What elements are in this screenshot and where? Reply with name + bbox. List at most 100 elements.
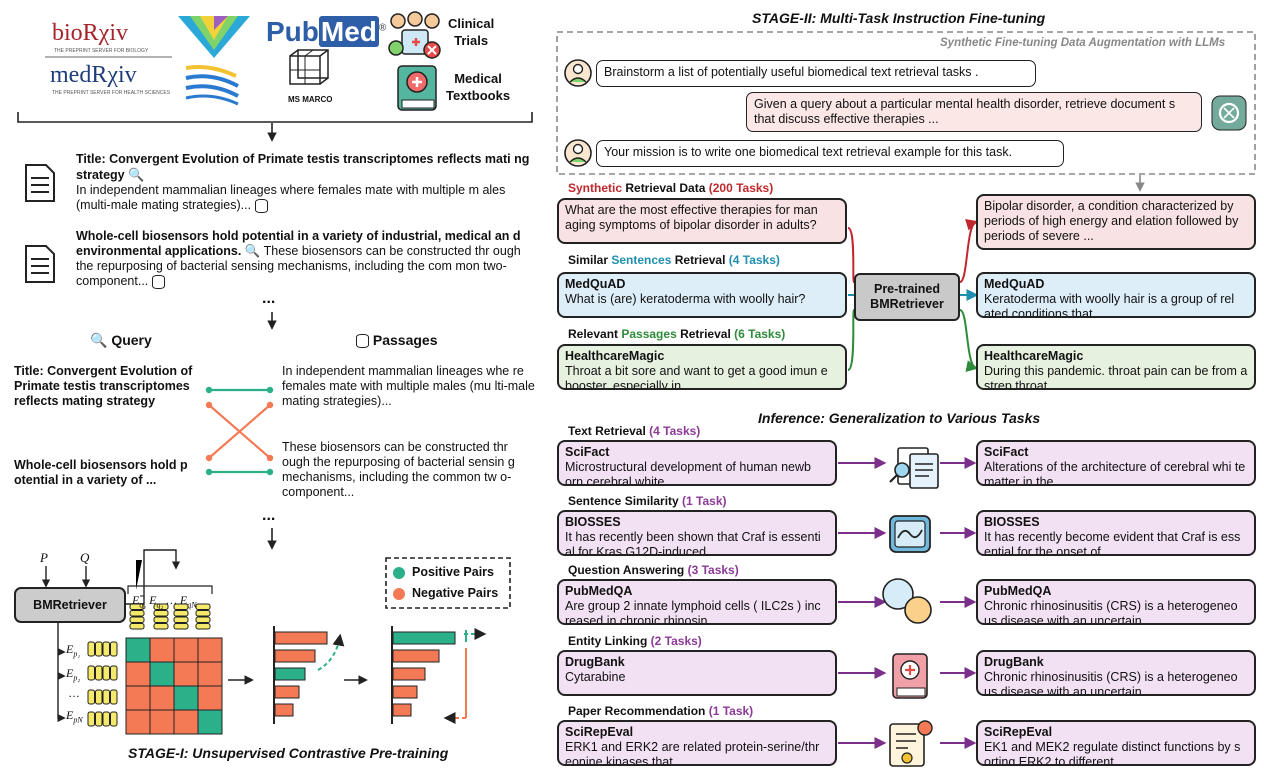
passage-embedding-cell bbox=[110, 689, 118, 705]
positive-pair-cell bbox=[197, 709, 223, 735]
search-icon: 🔍 bbox=[90, 332, 108, 348]
query-header: 🔍 Query bbox=[90, 332, 152, 348]
passage-embedding-stacks bbox=[87, 641, 118, 727]
legend-box bbox=[385, 557, 511, 609]
query-1: Title: Convergent Evolution of Primate t… bbox=[14, 364, 193, 408]
negative-pair-cell bbox=[125, 709, 151, 735]
synthetic-query-box: What are the most effective therapies fo… bbox=[557, 198, 847, 244]
inference-query-title: PubMedQA bbox=[565, 584, 633, 598]
passage-embedding-label-1: Ep₁ bbox=[66, 642, 81, 659]
query-embedding-cell bbox=[153, 603, 169, 610]
medquad-answer-title: MedQuAD bbox=[984, 277, 1045, 291]
query-embedding-cell bbox=[129, 616, 145, 623]
query-embedding-cell bbox=[173, 623, 189, 630]
query-embedding-cell bbox=[153, 610, 169, 617]
similar-sentences-header: Similar Sentences Retrieval (4 Tasks) bbox=[568, 253, 780, 267]
healthcaremagic-query-box: HealthcareMagic Throat a bit sore and wa… bbox=[557, 344, 847, 390]
score-bars-before bbox=[273, 626, 345, 724]
passage-embedding-cell bbox=[110, 641, 118, 657]
msmarco-label: MS MARCO bbox=[288, 95, 333, 104]
document-icon bbox=[25, 164, 55, 202]
passage-embedding-cell bbox=[95, 689, 103, 705]
inference-answer-title: SciRepEval bbox=[984, 725, 1053, 739]
p-symbol: P bbox=[40, 550, 48, 565]
medquad-answer-box: MedQuAD Keratoderma with woolly hair is … bbox=[976, 272, 1256, 318]
passage-embedding-cell bbox=[102, 689, 110, 705]
inference-answer-text: Alterations of the architecture of cereb… bbox=[984, 460, 1246, 486]
negative-pair-cell bbox=[149, 709, 175, 735]
doc1-body: In independent mammalian lineages where … bbox=[76, 183, 506, 212]
negative-pair-cell bbox=[173, 637, 199, 663]
ellipsis: ... bbox=[262, 507, 276, 524]
inference-task-header: Text Retrieval (4 Tasks) bbox=[568, 424, 701, 438]
hcm-answer-title: HealthcareMagic bbox=[984, 349, 1084, 363]
database-icon bbox=[151, 274, 165, 289]
similarity-wave-icon bbox=[889, 515, 931, 553]
passage-embedding-label-n: EpN bbox=[66, 708, 83, 725]
search-icon: 🔍 bbox=[244, 244, 261, 258]
bmretriever-box: BMRetriever bbox=[14, 587, 126, 623]
synthetic-augmentation-label: Synthetic Fine-tuning Data Augmentation … bbox=[940, 37, 1226, 49]
inference-answer-title: BIOSSES bbox=[984, 515, 1040, 529]
inference-query-title: BIOSSES bbox=[565, 515, 621, 529]
medrxiv-tagline: THE PREPRINT SERVER FOR HEALTH SCIENCES bbox=[52, 90, 171, 96]
ellipsis: ... bbox=[262, 290, 276, 307]
query-embedding-cell bbox=[195, 610, 211, 617]
inference-query-text: Microstructural development of human new… bbox=[565, 460, 811, 486]
query-embedding-cell bbox=[153, 623, 169, 630]
hcm-answer-text: During this pandemic. throat pain can be… bbox=[984, 364, 1248, 390]
passage-embedding-cell bbox=[87, 665, 95, 681]
passage-embedding-cell bbox=[102, 641, 110, 657]
negative-pair-cell bbox=[149, 685, 175, 711]
passage-embedding-cell bbox=[102, 665, 110, 681]
medquad-query-box: MedQuAD What is (are) keratoderma with w… bbox=[557, 272, 847, 318]
database-icon bbox=[254, 198, 268, 213]
inference-answer-title: PubMedQA bbox=[984, 584, 1052, 598]
inference-task-header: Sentence Similarity (1 Task) bbox=[568, 494, 727, 508]
passage-embedding-cell bbox=[95, 641, 103, 657]
prism-logo bbox=[178, 16, 250, 58]
positive-pair-cell bbox=[173, 685, 199, 711]
query-2: Whole-cell biosensors hold p otential in… bbox=[14, 458, 188, 487]
user-avatar-icon bbox=[564, 59, 592, 87]
msmarco-logo bbox=[289, 49, 329, 85]
passage-embedding-cell bbox=[87, 689, 95, 705]
legend-negative: Negative Pairs bbox=[412, 586, 499, 600]
document-1: Title: Convergent Evolution of Primate t… bbox=[76, 152, 536, 213]
q-symbol: Q bbox=[80, 550, 90, 565]
relevant-passages-header: Relevant Passages Retrieval (6 Tasks) bbox=[568, 327, 786, 341]
positive-pair-cell bbox=[149, 661, 175, 687]
inference-answer-text: Chronic rhinosinusitis (CRS) is a hetero… bbox=[984, 670, 1238, 696]
chat-message-user-2: Your mission is to write one biomedical … bbox=[596, 140, 1064, 167]
hcm-query-text: Throat a bit sore and want to get a good… bbox=[565, 364, 828, 390]
query-embedding-cell bbox=[129, 603, 145, 610]
passage-1: In independent mammalian lineages whe re… bbox=[282, 364, 535, 408]
document-2: Whole-cell biosensors hold potential in … bbox=[76, 229, 536, 289]
chat-message-user-1: Brainstorm a list of potentially useful … bbox=[596, 60, 1036, 87]
query-embedding-cell bbox=[173, 610, 189, 617]
legend-positive: Positive Pairs bbox=[412, 565, 494, 579]
score-bars-after bbox=[391, 626, 487, 724]
inference-query-text: ERK1 and ERK2 are related protein-serine… bbox=[565, 740, 820, 766]
passages-header: Passages bbox=[356, 332, 438, 349]
negative-pair-cell bbox=[149, 637, 175, 663]
database-icon bbox=[356, 334, 369, 349]
query-embedding-cell bbox=[195, 603, 211, 610]
clinical-trials-icon bbox=[388, 11, 441, 59]
negative-pair-cell bbox=[125, 685, 151, 711]
medical-textbooks-label: Medical Textbooks bbox=[446, 71, 511, 103]
medrxiv-wordmark: medRχiv bbox=[50, 62, 137, 88]
inference-task-header: Question Answering (3 Tasks) bbox=[568, 563, 739, 577]
medquad-query-text: What is (are) keratoderma with woolly ha… bbox=[565, 292, 806, 306]
inference-query-title: SciFact bbox=[565, 445, 610, 459]
inference-query-title: DrugBank bbox=[565, 655, 625, 669]
user-avatar-icon bbox=[564, 139, 592, 167]
passage-embedding-cell bbox=[102, 711, 110, 727]
